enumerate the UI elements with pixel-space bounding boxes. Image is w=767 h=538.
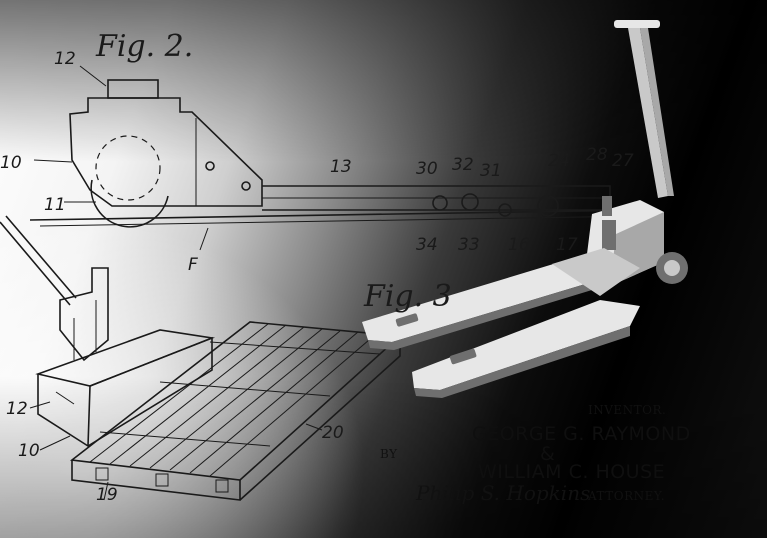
- ref-10b: 10: [18, 441, 40, 461]
- ref-F: F: [188, 255, 198, 275]
- ref-34: 34: [416, 235, 438, 255]
- bolt-1: [205, 161, 215, 171]
- handle-rod-2: [5, 215, 77, 299]
- jack-handle: [614, 20, 674, 198]
- fig3-label: Fig. 3: [363, 279, 452, 314]
- ref-17: 17: [556, 235, 578, 255]
- pump-plate: [602, 220, 616, 250]
- pallet-boards: [89, 323, 381, 477]
- fork-right-top: [412, 300, 640, 390]
- inventor-2: WILLIAM C. HOUSE: [478, 461, 665, 483]
- leader-10b: [39, 435, 71, 451]
- leader-20: [305, 423, 323, 431]
- leader-12b: [29, 401, 51, 409]
- attorney-signature: Philip S. Hopkins: [415, 481, 590, 505]
- fork-right-slot: [449, 348, 477, 365]
- handle-bar-right: [640, 28, 674, 196]
- roller-32: [461, 193, 479, 211]
- pallet-edge-blocks: [95, 467, 229, 493]
- jack-forks: [362, 248, 640, 398]
- leader-12: [79, 65, 107, 87]
- truck-detail: [55, 391, 75, 405]
- fork-left-side: [368, 282, 592, 350]
- roller-30: [432, 195, 448, 211]
- ref-16: 16: [508, 235, 530, 255]
- leader-19: [103, 481, 109, 501]
- ref-24: 24: [548, 151, 570, 171]
- pump-lever: [602, 196, 612, 216]
- ref-30: 30: [416, 159, 438, 179]
- ref-19: 19: [96, 485, 118, 505]
- inventor-1: GEORGE G. RAYMOND: [472, 423, 691, 445]
- ref-31: 31: [480, 161, 502, 181]
- ampersand: &: [540, 443, 555, 465]
- ref-10a: 10: [0, 153, 22, 173]
- leader-10: [33, 159, 73, 163]
- wheel-hidden-circle: [95, 135, 161, 201]
- handle-bar-left: [628, 28, 668, 198]
- floor-line: [29, 209, 641, 221]
- ref-32: 32: [452, 155, 474, 175]
- ref-20: 20: [322, 423, 344, 443]
- socket-lines: [73, 300, 97, 360]
- ref-12a: 12: [54, 49, 76, 69]
- fork-left-top: [362, 262, 596, 342]
- truck-front: [37, 374, 91, 448]
- fig2-truck-side-view: [29, 65, 641, 251]
- fork-left-slot: [395, 313, 419, 327]
- steer-wheel-hub: [664, 260, 680, 276]
- ref-11: 11: [44, 195, 66, 215]
- inventor-label: INVENTOR.: [588, 403, 666, 417]
- ref-33: 33: [458, 235, 480, 255]
- by-label: BY: [380, 447, 398, 461]
- bolt-2: [241, 181, 251, 191]
- truck-side: [87, 336, 213, 447]
- ref-12b: 12: [6, 399, 28, 419]
- truck-body: [69, 97, 263, 207]
- floor-line-2: [39, 215, 641, 227]
- roller-17: [537, 195, 559, 217]
- fig2-label: Fig. 2.: [95, 29, 193, 64]
- handle-grip: [614, 20, 660, 28]
- ref-27: 27: [612, 151, 634, 171]
- attorney-label: ATTORNEY.: [587, 489, 665, 503]
- fork-yoke: [552, 248, 640, 296]
- handle-socket: [59, 267, 109, 362]
- ref-28: 28: [586, 145, 608, 165]
- fork-right-side: [414, 326, 630, 398]
- leader-F: [199, 227, 209, 251]
- roller-16: [498, 203, 512, 217]
- wheel-arc: [90, 179, 169, 228]
- handle-rod-1: [0, 221, 71, 306]
- ref-13: 13: [330, 157, 352, 177]
